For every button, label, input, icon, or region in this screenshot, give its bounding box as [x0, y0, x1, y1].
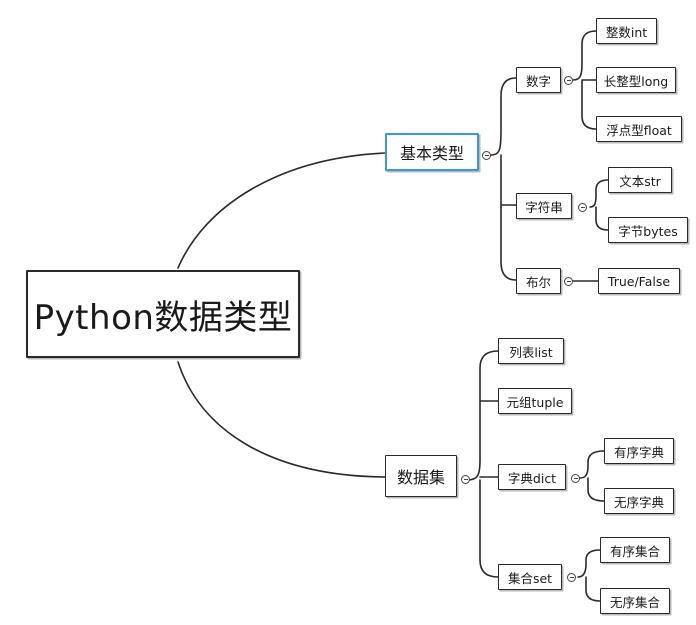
node-basic-types-label: 基本类型	[399, 144, 464, 163]
node-unordered-dict-label: 无序字典	[613, 494, 664, 510]
node-bool[interactable]: 布尔	[516, 268, 561, 294]
edge-root-dataset	[177, 361, 386, 478]
node-number-label: 数字	[525, 73, 551, 89]
node-int-label: 整数int	[605, 24, 648, 40]
node-list-label: 列表list	[509, 344, 553, 360]
node-long-label: 长整型long	[603, 73, 669, 89]
node-unordered-dict[interactable]: 无序字典	[604, 488, 674, 514]
node-bool-label: 布尔	[525, 274, 551, 290]
collapse-minus-icon[interactable]	[578, 203, 587, 212]
node-ordered-dict-label: 有序字典	[613, 444, 664, 460]
node-dataset-label: 数据集	[396, 468, 445, 487]
node-basic-types[interactable]: 基本类型	[385, 133, 479, 171]
edge-basic-branch	[489, 77, 517, 281]
node-bytes-label: 字节bytes	[618, 223, 678, 239]
node-tuple[interactable]: 元组tuple	[498, 388, 572, 414]
node-bytes[interactable]: 字节bytes	[608, 217, 688, 243]
node-number[interactable]: 数字	[516, 67, 561, 93]
root-label: Python数据类型	[33, 297, 293, 338]
node-int[interactable]: 整数int	[596, 18, 657, 44]
node-dataset[interactable]: 数据集	[385, 455, 457, 497]
collapse-minus-icon[interactable]	[564, 277, 573, 286]
collapse-minus-icon[interactable]	[461, 475, 470, 484]
node-dict[interactable]: 字典dict	[498, 464, 566, 490]
collapse-minus-icon[interactable]	[571, 474, 580, 483]
node-ordered-set[interactable]: 有序集合	[600, 537, 670, 563]
node-long[interactable]: 长整型long	[596, 67, 676, 93]
node-float[interactable]: 浮点型float	[596, 116, 682, 142]
node-float-label: 浮点型float	[606, 122, 672, 138]
node-unordered-set[interactable]: 无序集合	[600, 588, 670, 614]
node-string-label: 字符串	[525, 199, 563, 215]
edge-dataset-branch	[466, 350, 499, 578]
node-tuple-label: 元组tuple	[506, 394, 564, 410]
edge-set-branch	[577, 549, 601, 602]
node-str-label: 文本str	[619, 173, 661, 189]
edge-root-basic	[177, 152, 386, 269]
node-set[interactable]: 集合set	[498, 564, 562, 590]
node-ordered-set-label: 有序集合	[609, 543, 660, 559]
root-node[interactable]: Python数据类型	[26, 270, 300, 358]
node-set-label: 集合set	[507, 570, 553, 586]
edge-dict-branch	[579, 450, 605, 502]
node-string[interactable]: 字符串	[516, 193, 572, 219]
node-unordered-set-label: 无序集合	[609, 594, 660, 610]
node-true-false-label: True/False	[607, 273, 671, 289]
node-true-false[interactable]: True/False	[598, 268, 680, 294]
node-ordered-dict[interactable]: 有序字典	[604, 438, 674, 464]
node-str[interactable]: 文本str	[608, 167, 672, 193]
edge-number-branch	[572, 30, 597, 130]
node-list[interactable]: 列表list	[498, 338, 564, 364]
collapse-minus-icon[interactable]	[564, 76, 573, 85]
node-dict-label: 字典dict	[507, 470, 557, 486]
collapse-minus-icon[interactable]	[482, 151, 491, 160]
edge-string-branch	[589, 179, 609, 231]
collapse-minus-icon[interactable]	[567, 573, 576, 582]
